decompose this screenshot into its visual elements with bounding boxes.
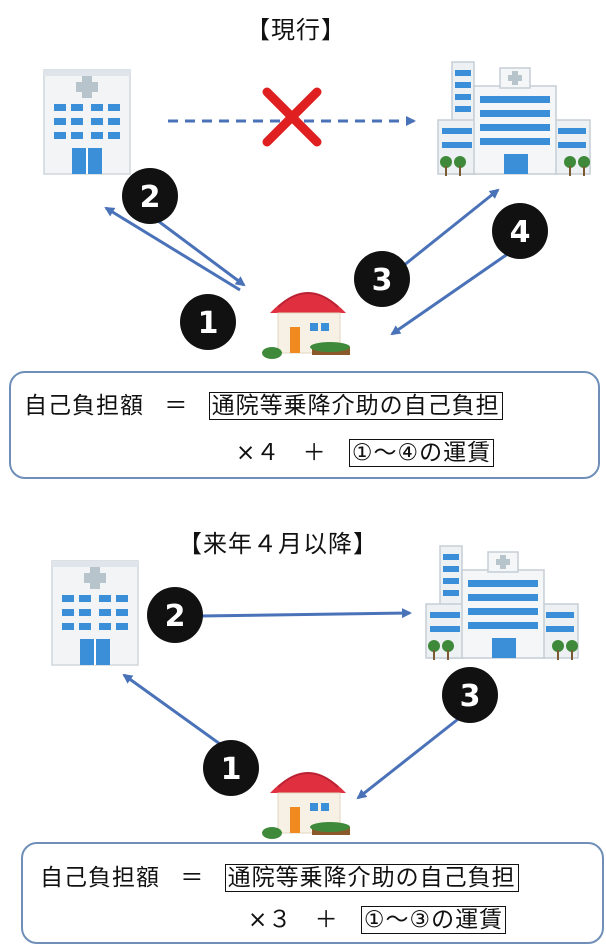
formula-term-fee: 通院等乗降介助の自己負担 (224, 864, 519, 892)
clinic-icon (43, 69, 131, 175)
house-icon (261, 772, 351, 840)
svg-text:2: 2 (140, 180, 161, 215)
svg-text:2: 2 (165, 599, 186, 634)
formula-label: 自己負担額 (40, 865, 160, 891)
svg-text:1: 1 (221, 752, 242, 787)
formula-row-1: 自己負担額 ＝ 通院等乗降介助の自己負担 (40, 858, 519, 892)
svg-text:3: 3 (460, 679, 481, 714)
formula-row-2: ×４ ＋ ①〜④の運賃 (236, 433, 495, 467)
svg-text:1: 1 (198, 306, 219, 341)
step-badge-4: 4 (492, 203, 548, 259)
hospital-icon (437, 61, 591, 177)
formula-multiplier: ×４ (236, 440, 281, 466)
house-icon (261, 292, 351, 360)
step-badge-1: 1 (180, 294, 236, 350)
hospital-icon (425, 545, 579, 661)
formula-label: 自己負担額 (24, 393, 144, 419)
arrow-step-3 (397, 188, 500, 272)
formula-term-fare: ①〜④の運賃 (348, 439, 495, 467)
arrow-step-3 (356, 714, 463, 800)
formula-term-fare: ①〜③の運賃 (360, 906, 507, 934)
section-title-next-april: 【来年４月以降】 (178, 530, 378, 558)
formula-multiplier: ×３ (248, 907, 293, 933)
arrow-step-4 (390, 242, 523, 336)
formula-row-2: ×３ ＋ ①〜③の運賃 (248, 900, 507, 934)
clinic-icon (51, 560, 139, 666)
formula-term-fee: 通院等乗降介助の自己負担 (208, 392, 503, 420)
svg-text:4: 4 (510, 215, 531, 250)
formula-plus: ＋ (302, 440, 327, 466)
svg-text:3: 3 (372, 263, 393, 298)
step-badge-3: 3 (442, 667, 498, 723)
formula-box-current (9, 371, 600, 479)
formula-equals: ＝ (164, 393, 189, 419)
arrow-step-2 (199, 608, 412, 619)
formula-equals: ＝ (180, 865, 205, 891)
step-badge-3: 3 (354, 251, 410, 307)
step-badge-2: 2 (147, 587, 203, 643)
cross-mark-icon (262, 87, 322, 147)
formula-plus: ＋ (314, 907, 339, 933)
formula-box-next-april (21, 842, 604, 944)
formula-row-1: 自己負担額 ＝ 通院等乗降介助の自己負担 (24, 386, 503, 420)
step-badge-2: 2 (122, 168, 178, 224)
section-title-current: 【現行】 (246, 16, 346, 44)
arrow-step-1 (104, 206, 241, 292)
step-badge-1: 1 (203, 740, 259, 796)
